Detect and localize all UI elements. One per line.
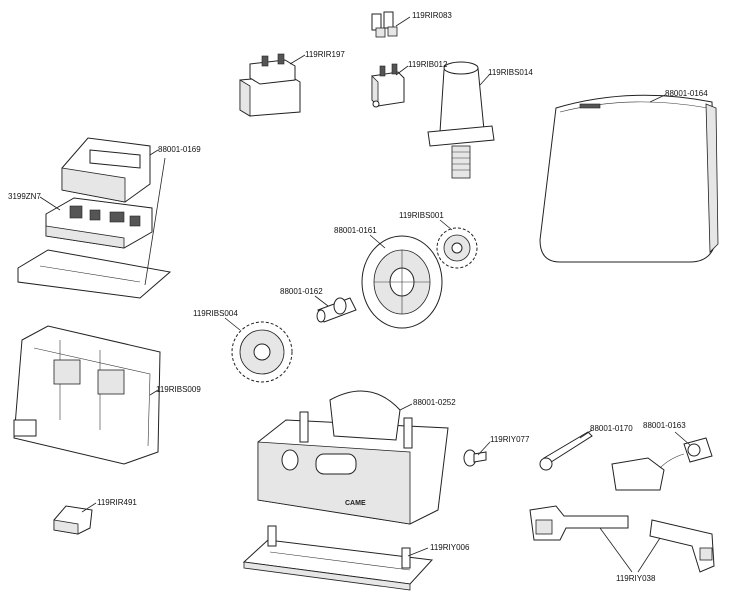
label-119RIR197: 119RIR197 [305, 50, 345, 59]
part-board-base-plate [17, 157, 172, 299]
label-119RIY077: 119RIY077 [490, 435, 530, 444]
label-119RIBS001: 119RIBS001 [399, 211, 444, 220]
part-119RIR491 [53, 502, 97, 535]
part-88001-0161 [361, 234, 443, 329]
part-88001-0252 [257, 390, 449, 525]
label-119RIB012: 119RIB012 [408, 60, 448, 69]
label-88001-0169: 88001-0169 [158, 145, 201, 154]
label-119RIR083: 119RIR083 [412, 11, 452, 20]
label-88001-0252: 88001-0252 [413, 398, 456, 407]
part-119RIY006 [242, 525, 434, 591]
part-119RIY077 [463, 441, 491, 467]
label-119RIR491: 119RIR491 [97, 498, 137, 507]
part-119RIR083 [371, 11, 411, 38]
label-119RIY006: 119RIY006 [430, 543, 470, 552]
label-88001-0162: 88001-0162 [280, 287, 323, 296]
part-88001-0169 [61, 137, 159, 203]
label-119RIBS004: 119RIBS004 [193, 309, 238, 318]
label-119RIY038: 119RIY038 [616, 574, 656, 583]
label-119RIBS009: 119RIBS009 [156, 385, 201, 394]
part-88001-0162 [314, 295, 357, 323]
part-119RIY038 [529, 505, 715, 573]
part-88001-0170 [539, 429, 593, 471]
part-119RIR197 [239, 53, 306, 117]
label-88001-0161: 88001-0161 [334, 226, 377, 235]
part-88001-0163 [611, 431, 713, 491]
part-119RIBS014 [427, 61, 495, 179]
part-88001-0164 [539, 94, 719, 263]
label-88001-0163: 88001-0163 [643, 421, 686, 430]
label-88001-0164: 88001-0164 [665, 89, 708, 98]
part-119RIB012 [371, 63, 409, 108]
part-119RIBS004 [224, 317, 293, 383]
brand-mark: CAME [345, 500, 366, 507]
label-88001-0170: 88001-0170 [590, 424, 633, 433]
label-3199ZN7: 3199ZN7 [8, 192, 41, 201]
part-119RIBS001 [436, 219, 478, 269]
label-119RIBS014: 119RIBS014 [488, 68, 533, 77]
part-119RIBS009 [13, 325, 161, 465]
part-3199ZN7 [39, 196, 153, 249]
